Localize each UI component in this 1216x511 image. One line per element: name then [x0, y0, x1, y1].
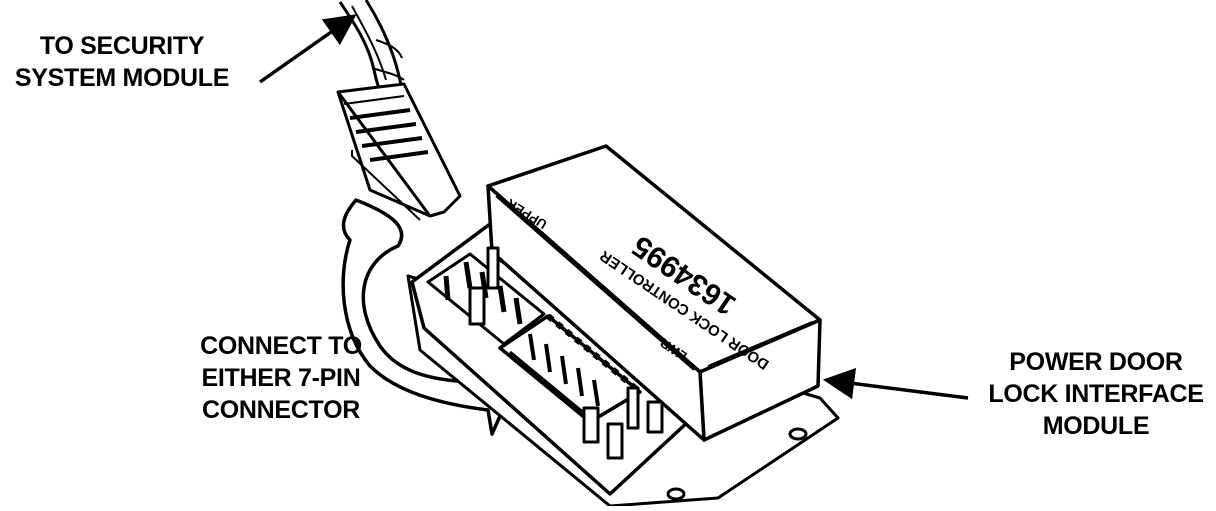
pdl-label-line-1: POWER DOOR [1009, 348, 1183, 376]
connect-label-line-3: CONNECTOR [202, 396, 360, 424]
pdl-label-line-3: MODULE [1042, 412, 1150, 440]
harness-connector [336, 82, 462, 221]
connect-label-line-1: CONNECT TO [200, 332, 362, 360]
security-label-line-1: TO SECURITY [39, 32, 205, 60]
module-leader-arrow [822, 367, 969, 400]
security-system-label: TO SECURITY SYSTEM MODULE [4, 30, 240, 94]
interface-module-label: POWER DOOR LOCK INTERFACE MODULE [982, 346, 1210, 442]
interface-module [406, 144, 840, 508]
security-label-line-2: SYSTEM MODULE [14, 64, 230, 92]
security-leader-arrow [258, 14, 357, 84]
connect-label-line-2: EITHER 7-PIN [201, 364, 361, 392]
pdl-label-line-2: LOCK INTERFACE [988, 380, 1204, 408]
connector-instruction-label: CONNECT TO EITHER 7-PIN CONNECTOR [186, 330, 376, 426]
